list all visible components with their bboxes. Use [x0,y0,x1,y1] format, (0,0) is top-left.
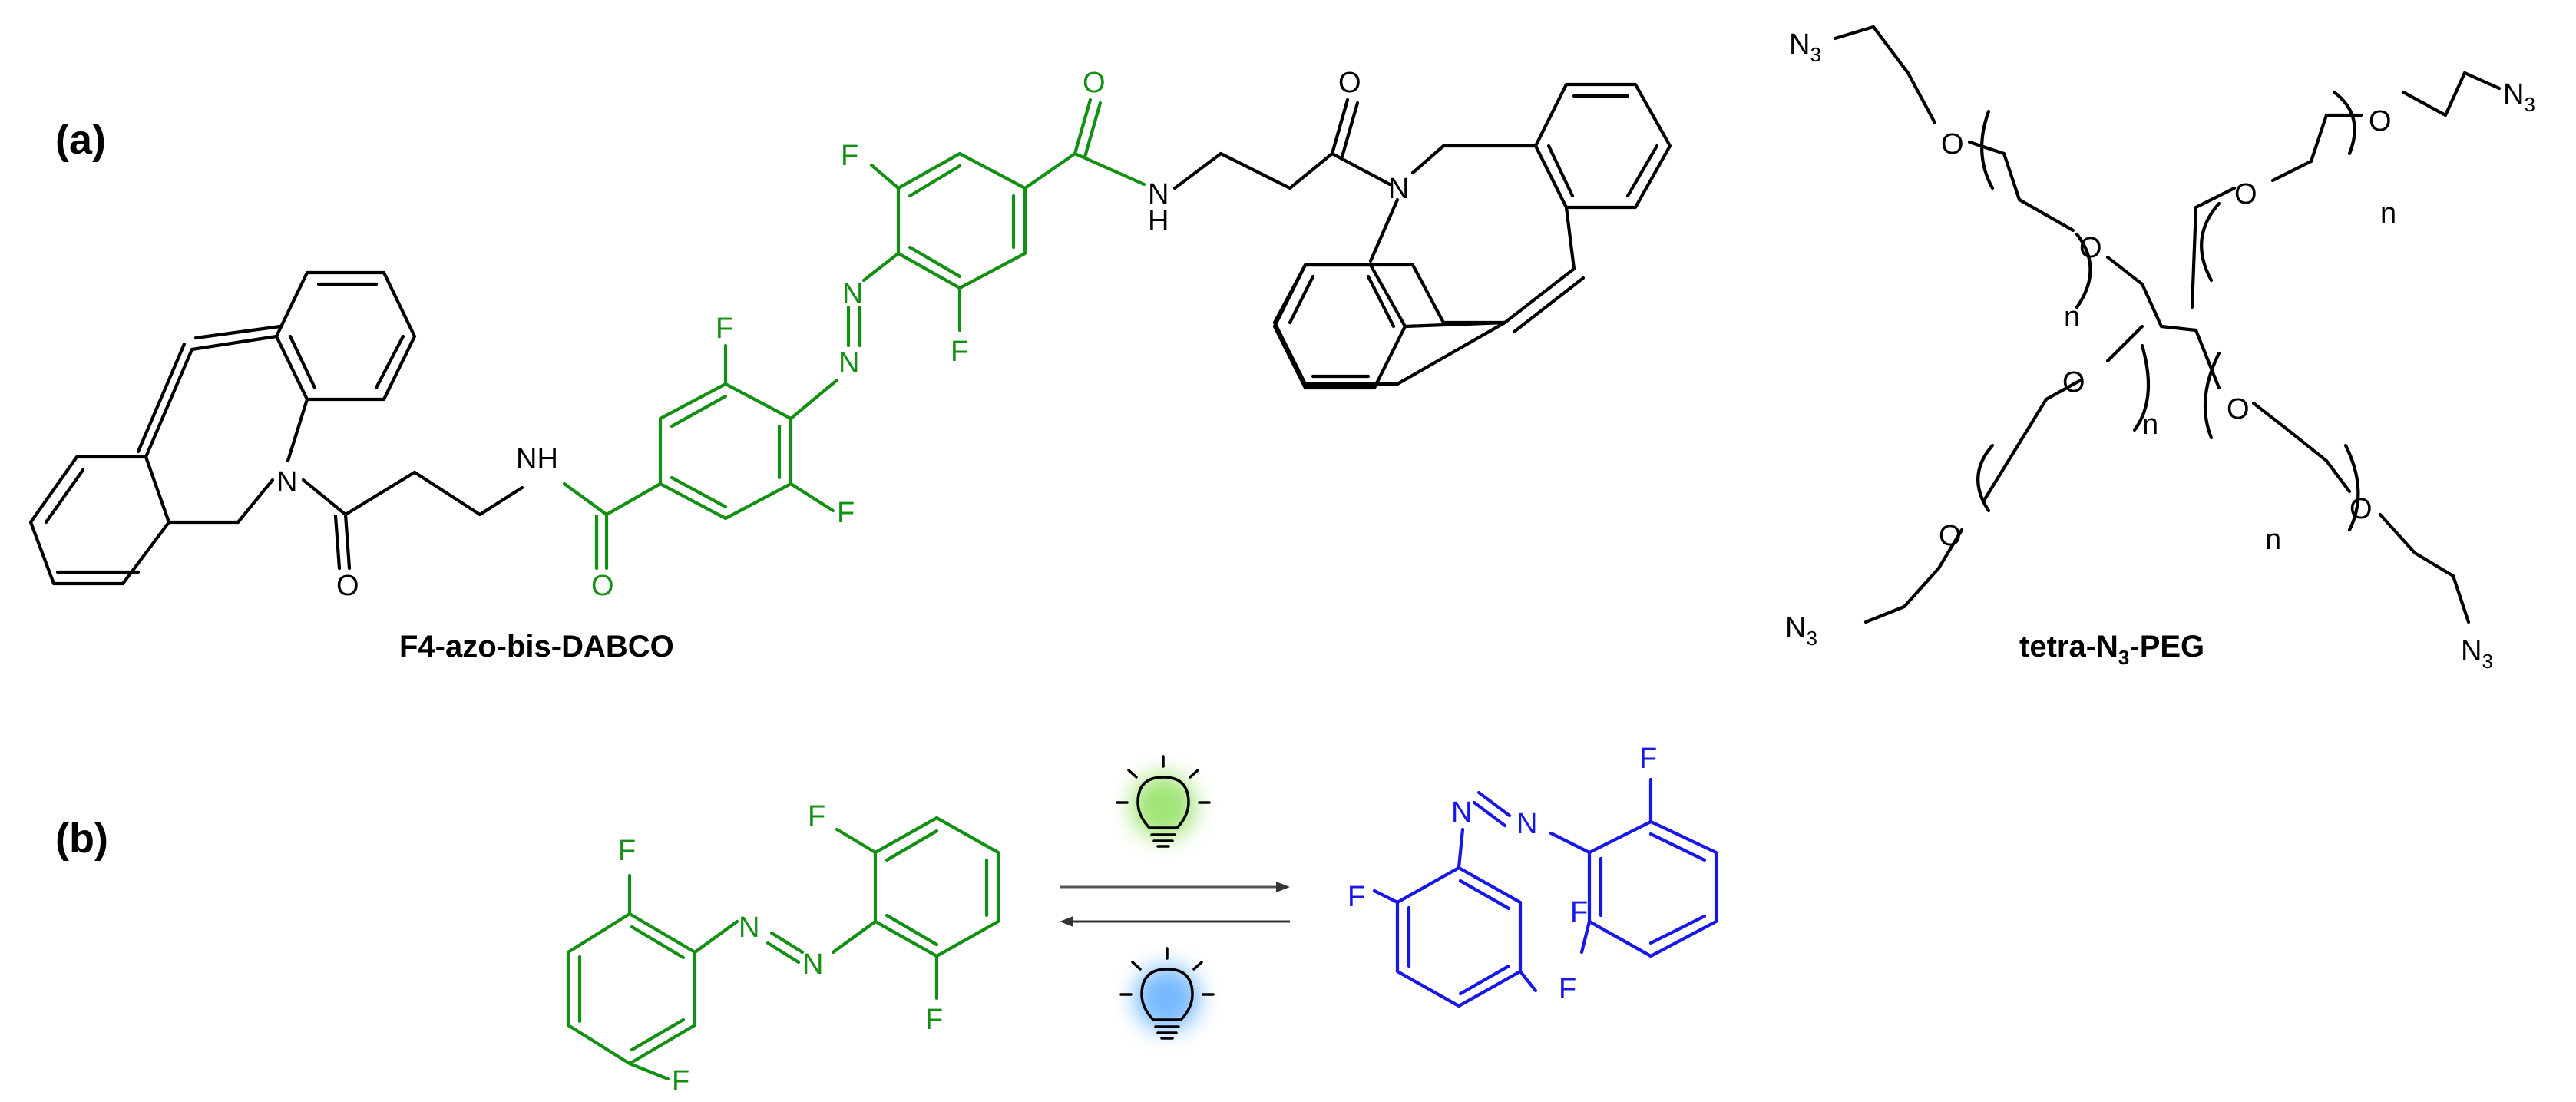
atom-f: F [1348,881,1365,913]
green-light-icon [1116,755,1211,848]
atom-n: N [842,278,863,310]
panel-label-a: (a) [55,117,106,163]
repeat-n: n [2265,524,2281,556]
reverse-arrow [1060,916,1290,927]
atom-nh: N [1148,178,1169,210]
atom-n: N [1451,796,1472,829]
atom-f: F [1570,896,1588,928]
atom-o: O [591,570,614,602]
atom-o: O [336,570,359,602]
atom-h: H [1148,205,1169,237]
atom-n3: N3 [1789,28,1821,66]
repeat-n: n [2064,301,2080,333]
blue-light-icon [1119,947,1215,1040]
atom-o: O [2079,232,2102,264]
atom-n: N [1516,808,1537,840]
cis-azobenzene-structure: F N N F F F [1348,743,1718,1008]
atom-f: F [672,1065,689,1097]
atom-o: O [1939,520,1962,552]
compound-name-f4-azo-bis-dabco: F4-azo-bis-DABCO [399,630,674,664]
atom-o: O [1083,67,1106,99]
compound-name-tetra-n3-peg: tetra-N3-PEG [2019,630,2204,669]
atom-f: F [1559,973,1576,1005]
panel-label-b: (b) [55,816,108,862]
atom-n: N [276,466,297,498]
repeat-n: n [2142,409,2158,441]
f4-azo-bis-dabco-structure: N O NH [28,67,1672,602]
atom-o: O [1338,67,1361,99]
trans-azobenzene-structure: F F N N F F [566,800,1000,1097]
atom-n: N [739,912,759,944]
atom-o: O [2227,393,2250,425]
atom-f: F [925,1004,943,1036]
atom-f: F [618,835,636,867]
atom-o: O [1941,128,1964,161]
atom-f: F [951,336,968,368]
atom-f: F [1639,743,1657,775]
atom-f: F [716,313,733,345]
atom-n: N [802,948,823,981]
atom-o: O [2062,366,2085,399]
atom-n: N [838,347,859,379]
tetra-n3-peg-structure: N3 N3 N3 N3 O O O O O O O O n n n n [1785,25,2535,673]
forward-arrow [1060,882,1290,892]
atom-n3: N3 [2503,78,2535,116]
atom-n3: N3 [1785,612,1817,650]
atom-n3: N3 [2461,635,2493,673]
atom-o: O [2369,105,2392,137]
atom-n: N [1388,173,1409,205]
atom-f: F [808,800,825,832]
repeat-n: n [2380,197,2396,230]
atom-o: O [2349,493,2373,525]
atom-nh: NH [516,443,558,475]
atom-o: O [2234,178,2257,210]
atom-f: F [841,140,858,172]
atom-f: F [837,497,855,529]
